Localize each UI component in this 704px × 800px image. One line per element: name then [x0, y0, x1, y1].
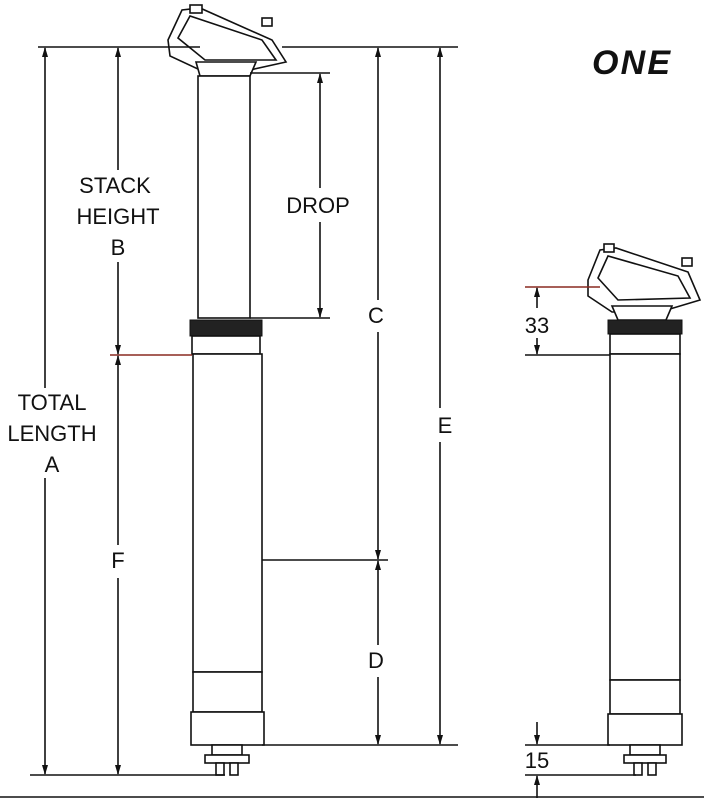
base-height-label: 15	[525, 748, 549, 773]
seatpost-compressed	[587, 243, 702, 776]
stack-height-label-b: B	[111, 235, 126, 260]
upper-stanchion	[197, 75, 251, 319]
drop-label: DROP	[286, 193, 350, 218]
total-length-label-a: A	[45, 452, 60, 477]
collar	[191, 335, 261, 355]
stack-height-label-line1: STACK	[79, 173, 151, 198]
cable-actuator	[204, 744, 250, 776]
stack-height-label-line2: HEIGHT	[76, 204, 159, 229]
collar-seal	[189, 319, 263, 337]
lower-section	[192, 671, 263, 713]
d-label: D	[368, 648, 384, 673]
c-label: C	[368, 303, 384, 328]
bottom-cap	[190, 711, 265, 746]
head-height-label: 33	[525, 313, 549, 338]
total-length-label-line1: TOTAL	[18, 390, 87, 415]
saddle-clamp-head-small	[587, 243, 702, 321]
lower-tube	[192, 353, 263, 673]
saddle-clamp-head	[167, 4, 288, 77]
extension-lines	[0, 46, 704, 798]
e-label: E	[438, 413, 453, 438]
total-length-label-line2: LENGTH	[7, 421, 96, 446]
one-logo: ONE	[592, 44, 671, 82]
dimension-lines	[42, 47, 540, 798]
f-label: F	[111, 548, 124, 573]
seatpost-extended	[167, 4, 288, 776]
